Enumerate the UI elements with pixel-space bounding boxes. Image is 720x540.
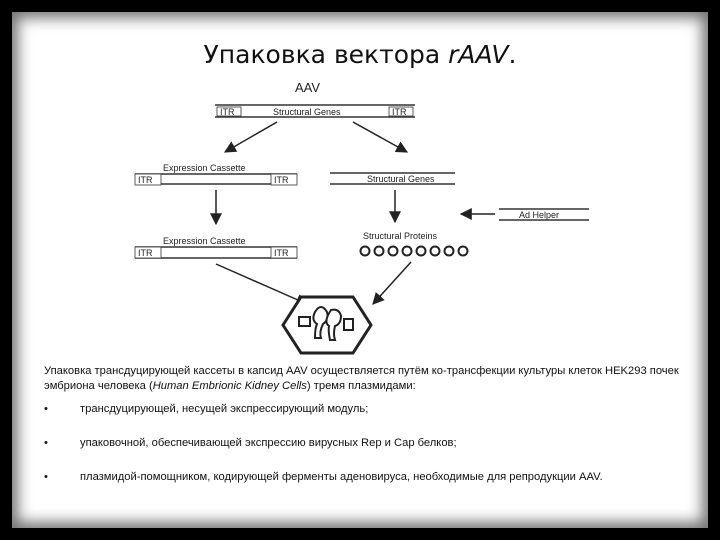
list-item: • упаковочной, обеспечивающей экспрессию … [42, 436, 692, 470]
title-text: Упаковка вектора [204, 40, 449, 69]
raav-capsid [283, 297, 371, 353]
bullet-marker: • [44, 402, 48, 417]
ad-helper-label: Ad Helper [519, 210, 559, 220]
bullet-marker: • [44, 470, 48, 485]
arrow [353, 122, 407, 152]
raav-packaging-diagram: AAV ITR ITR Structural Genes ITR [117, 72, 593, 357]
description-text-end: ) тремя плазмидами: [307, 380, 416, 392]
arrow [373, 262, 411, 304]
expression-cassette-label: Expression Cassette [163, 236, 246, 246]
expression-cassette-plasmid: ITR ITR Expression Cassette [135, 163, 297, 185]
list-item-text: трансдуцирующей, несущей экспрессирующий… [80, 403, 368, 415]
expression-cassette-label: Expression Cassette [163, 163, 246, 173]
itr-label: ITR [220, 107, 235, 117]
expression-cassette-construct: ITR ITR Expression Cassette [135, 236, 297, 258]
list-item-text: упаковочной, обеспечивающей экспрессию в… [80, 437, 457, 449]
description-italic: Human Embrionic Kidney Cells [153, 380, 307, 392]
aav-label: AAV [295, 80, 320, 95]
list-item-text: плазмидой-помощником, кодирующей фермент… [80, 471, 603, 483]
aav-genome: ITR ITR Structural Genes [215, 105, 415, 117]
list-item: • плазмидой-помощником, кодирующей фермен… [42, 470, 692, 504]
itr-label: ITR [138, 248, 153, 258]
structural-genes-label: Structural Genes [273, 107, 341, 117]
itr-label: ITR [392, 107, 407, 117]
protein-beads [361, 247, 468, 256]
ad-helper-plasmid: Ad Helper [499, 209, 589, 220]
arrow [225, 122, 277, 152]
slide-title: Упаковка вектора rAAV. [12, 40, 708, 69]
slide: Упаковка вектора rAAV. AAV ITR ITR Struc… [12, 12, 708, 528]
itr-label: ITR [138, 175, 153, 185]
itr-label: ITR [274, 175, 289, 185]
description-paragraph: Упаковка трансдуцирующей кассеты в капси… [44, 364, 684, 394]
list-item: • трансдуцирующей, несущей экспрессирующи… [42, 402, 692, 436]
plasmid-list: • трансдуцирующей, несущей экспрессирующи… [42, 402, 692, 504]
structural-genes-label: Structural Genes [367, 174, 435, 184]
title-italic: rAAV [448, 40, 508, 69]
arrow [216, 264, 307, 304]
title-end: . [509, 40, 517, 69]
itr-label: ITR [274, 248, 289, 258]
structural-proteins-label: Structural Proteins [363, 231, 438, 241]
structural-genes-plasmid: Structural Genes [330, 173, 455, 184]
bullet-marker: • [44, 436, 48, 451]
